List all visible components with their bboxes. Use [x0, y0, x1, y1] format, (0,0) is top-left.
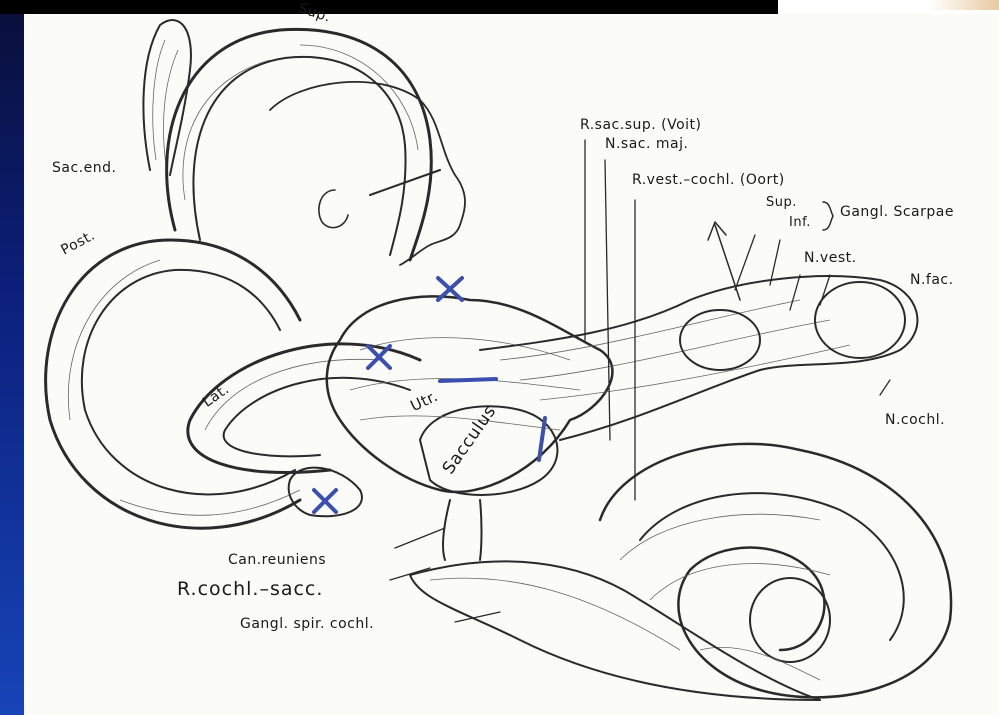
cochlear-base [410, 561, 820, 700]
canalis-reuniens [443, 500, 482, 560]
label-ganglion-inf: Inf. [789, 215, 811, 230]
label-gangl-spir-cochl: Gangl. spir. cochl. [240, 616, 374, 632]
superior-canal [167, 29, 432, 260]
blue-x-marker-posterior-ampulla [314, 490, 336, 512]
scarpa-ganglion [680, 310, 760, 370]
label-r-vest-cochl: R.vest.–cochl. (Oort) [632, 172, 785, 188]
label-ganglion-sup: Sup. [766, 195, 797, 210]
label-r-sac-sup: R.sac.sup. (Voit) [580, 117, 702, 133]
label-n-fac: N.fac. [910, 272, 954, 288]
label-n-sac-maj: N.sac. maj. [605, 136, 688, 152]
blue-x-marker-lateral-ampulla [368, 346, 390, 368]
label-can-reuniens: Can.reuniens [228, 552, 326, 568]
posterior-ampulla [289, 468, 362, 517]
label-gangl-scarpae: Gangl. Scarpae [840, 204, 954, 220]
label-r-cochl-sacc: R.cochl.–sacc. [177, 578, 323, 600]
label-n-cochl: N.cochl. [885, 412, 945, 428]
ganglion-brace [823, 202, 833, 230]
head-profile-sketch [270, 82, 465, 265]
vestibule [327, 296, 613, 492]
blue-line-utricle-macula [440, 379, 496, 381]
label-endolymphatic-sac: Sac.end. [52, 160, 116, 176]
label-n-vest: N.vest. [804, 250, 857, 266]
